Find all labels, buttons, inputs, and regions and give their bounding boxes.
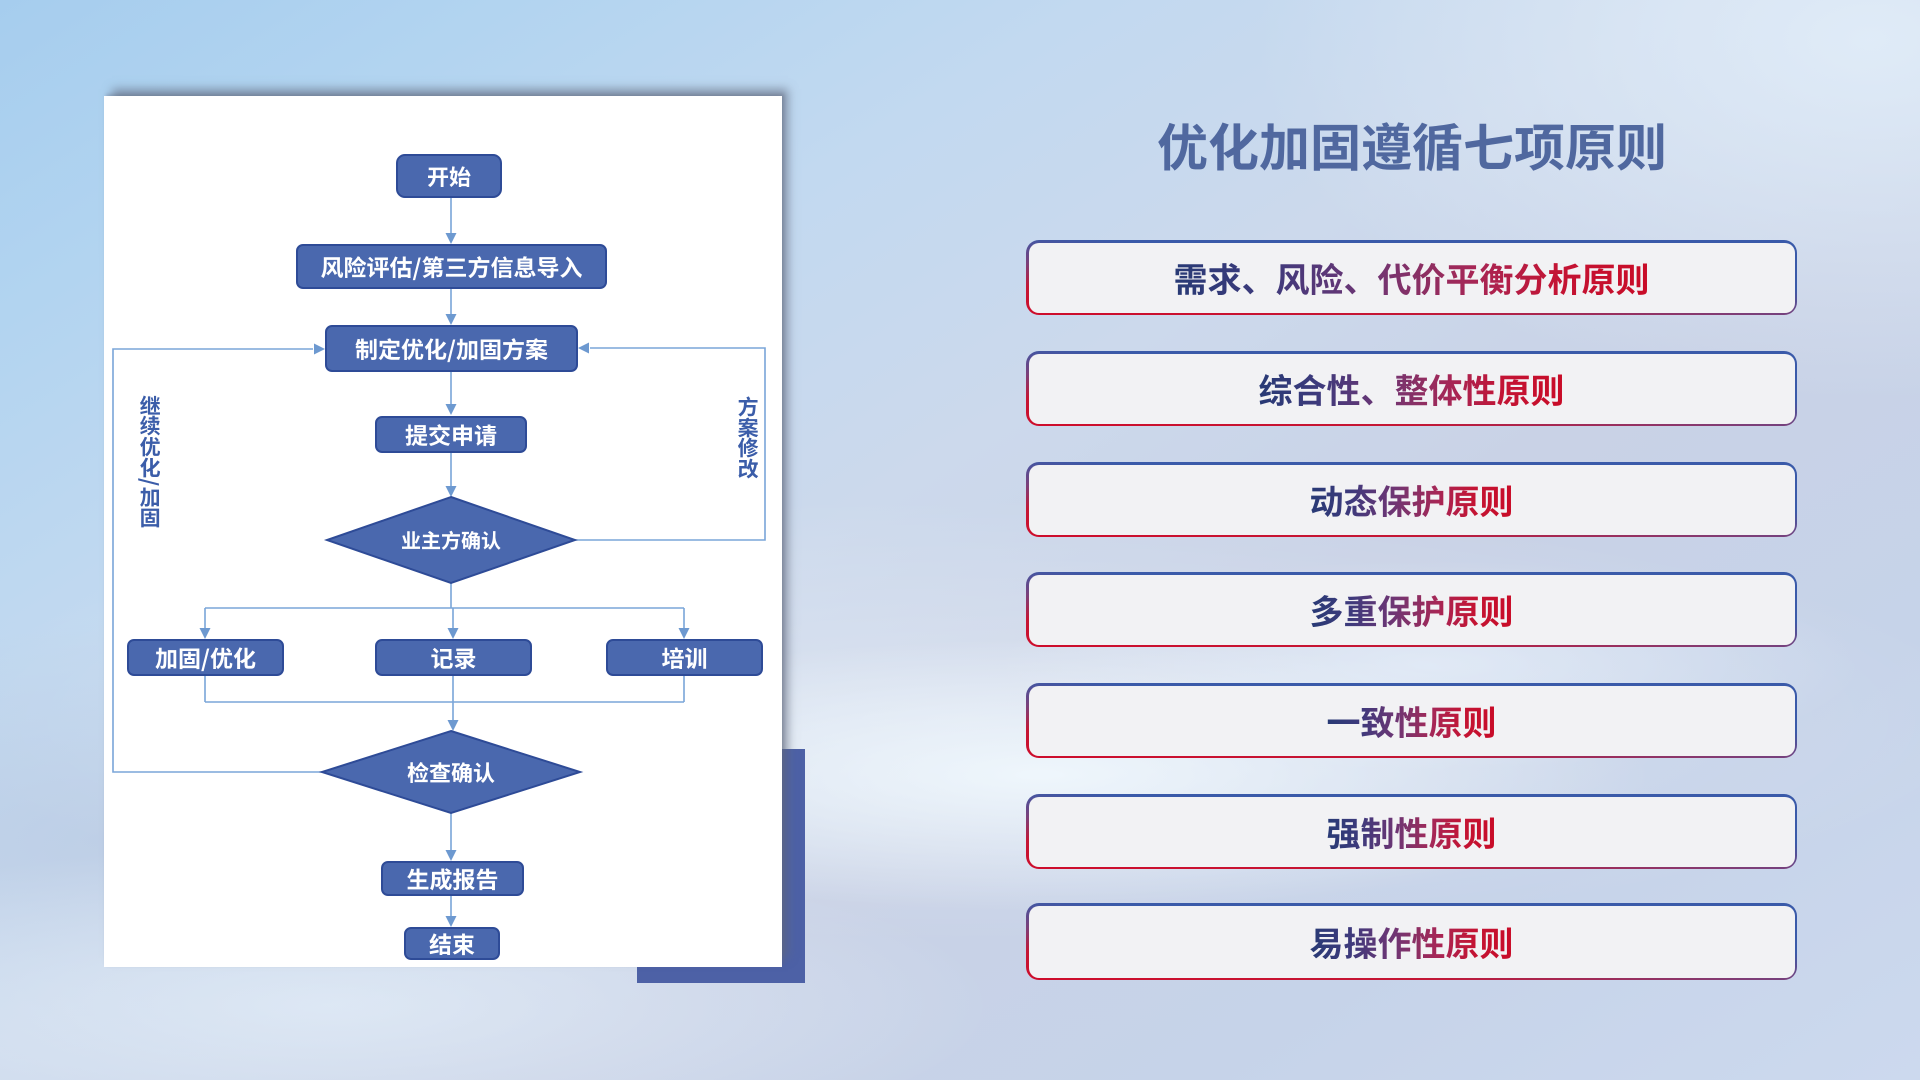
arrowhead <box>447 628 459 639</box>
node-record: 记录 <box>375 639 532 676</box>
principle-box-face: 易操作性原则 <box>1028 905 1795 978</box>
node-training: 培训 <box>606 639 763 676</box>
arrowhead <box>199 628 211 639</box>
node-report: 生成报告 <box>381 861 524 896</box>
label-check-confirm: 检查确认 <box>406 756 495 788</box>
node-reinforce: 加固/优化 <box>127 639 284 676</box>
arrowhead <box>445 233 457 244</box>
principle-label: 动态保护原则 <box>1309 474 1514 524</box>
label-owner-confirm: 业主方确认 <box>401 525 501 554</box>
principle-box-2: 综合性、整体性原则 <box>1026 351 1797 426</box>
principle-box-1: 需求、风险、代价平衡分析原则 <box>1026 240 1797 315</box>
arrowhead <box>445 916 457 927</box>
principle-box-3: 动态保护原则 <box>1026 462 1797 537</box>
principle-box-face: 强制性原则 <box>1028 796 1795 867</box>
principle-box-face: 一致性原则 <box>1028 685 1795 756</box>
decision-check-confirm <box>318 729 584 815</box>
principle-box-4: 多重保护原则 <box>1026 572 1797 647</box>
arrowhead <box>447 720 459 731</box>
flowchart-card: 开始 风险评估/第三方信息导入 制定优化/加固方案 提交申请 加固/优化 记录 … <box>104 96 782 967</box>
arrowhead <box>445 314 457 325</box>
arrowhead <box>678 628 690 639</box>
principle-label: 综合性、整体性原则 <box>1258 363 1565 413</box>
loop-right-line <box>575 347 766 541</box>
principle-box-7: 易操作性原则 <box>1026 903 1797 980</box>
principle-box-6: 强制性原则 <box>1026 794 1797 869</box>
page-title: 优化加固遵循七项原则 <box>1156 107 1667 181</box>
arrowhead <box>314 343 325 355</box>
decision-owner-confirm <box>323 495 579 585</box>
principle-label: 多重保护原则 <box>1309 584 1514 634</box>
principle-box-face: 多重保护原则 <box>1028 574 1795 645</box>
principle-box-face: 综合性、整体性原则 <box>1028 353 1795 424</box>
principle-box-face: 动态保护原则 <box>1028 464 1795 535</box>
loop-left-line <box>112 348 322 773</box>
loop-label-continue: 继续优化/加固 <box>135 394 166 529</box>
loop-label-revise: 方案修改 <box>733 395 764 479</box>
flowchart-connectors <box>112 198 766 927</box>
node-end: 结束 <box>404 927 500 960</box>
arrowhead <box>445 486 457 497</box>
principle-box-5: 一致性原则 <box>1026 683 1797 758</box>
arrowhead <box>578 342 589 354</box>
arrowhead <box>445 850 457 861</box>
principle-label: 一致性原则 <box>1326 695 1497 745</box>
principle-label: 强制性原则 <box>1326 806 1497 856</box>
principle-label: 易操作性原则 <box>1309 916 1514 966</box>
node-make-plan: 制定优化/加固方案 <box>325 325 578 372</box>
principle-box-face: 需求、风险、代价平衡分析原则 <box>1028 242 1795 313</box>
principle-label: 需求、风险、代价平衡分析原则 <box>1173 252 1650 302</box>
node-start: 开始 <box>396 154 502 198</box>
arrowhead <box>445 404 457 415</box>
node-submit: 提交申请 <box>375 416 527 453</box>
node-risk-import: 风险评估/第三方信息导入 <box>296 244 607 289</box>
